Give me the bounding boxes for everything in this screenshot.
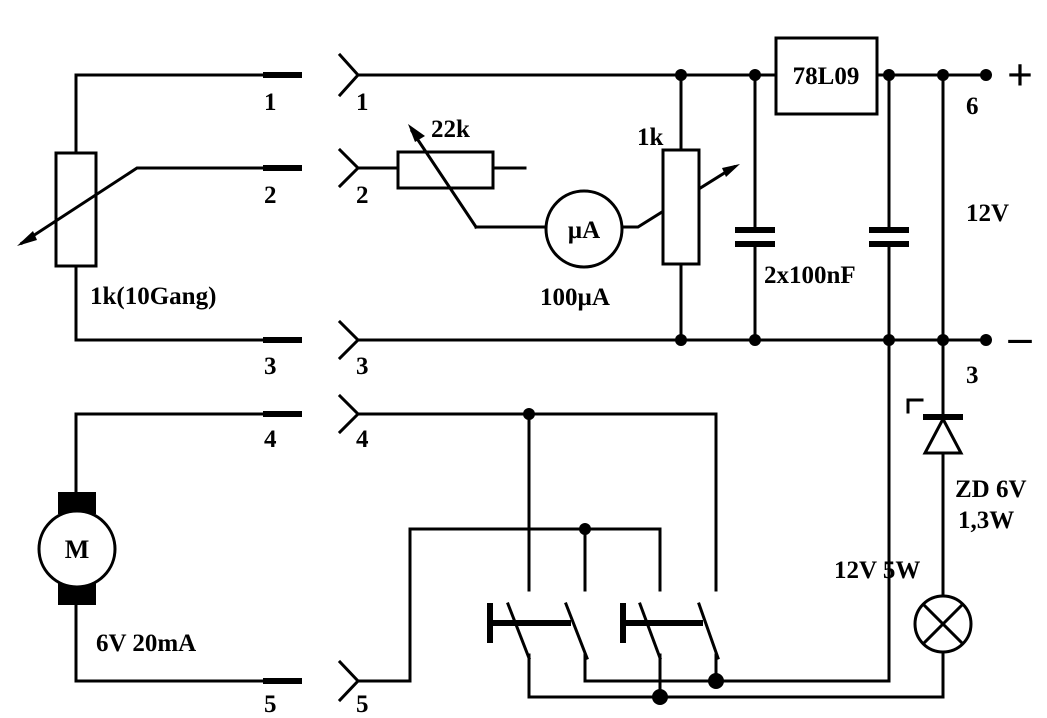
meter-label: 100µA [540,284,610,311]
trimmer-label: 1k [637,124,664,151]
plus-pin-label: 6 [966,93,979,120]
plus-symbol: + [1007,49,1033,100]
motor-symbol: M [65,535,90,564]
switch-2 [620,602,720,660]
right-pin-5-label: 5 [356,691,369,718]
pot-left-label: 1k(10Gang) [90,283,216,310]
ground-return-wire [714,338,891,683]
regulator: 78L09 [774,36,879,116]
supply-terminals: + – 6 3 12V [966,49,1033,389]
left-pin-5-label: 5 [264,691,277,718]
voltage-label: 12V [966,200,1009,227]
capacitor-2: 2x100nF [764,73,909,342]
right-pin-3-label: 3 [356,353,369,380]
lamp: 12V 5W [528,557,973,699]
right-pin-labels: 1 2 3 4 5 [356,89,369,718]
right-pin-4-label: 4 [356,426,369,453]
left-pin-2-label: 2 [264,182,277,209]
right-pin-2-label: 2 [356,182,369,209]
trimmer-1k: 1k [637,73,701,342]
switch-1 [487,602,589,660]
junction-dots [523,69,949,705]
left-pin-labels: 1 2 3 4 5 [264,89,277,718]
left-pin-4-label: 4 [264,426,277,453]
motor: M 6V 20mA [37,412,265,683]
lamp-label: 12V 5W [834,557,920,584]
resistor-label: 22k [431,116,470,143]
capacitor-1 [735,73,775,342]
regulator-label: 78L09 [793,63,860,90]
switch-wiring [356,412,718,699]
left-pin-3-label: 3 [264,353,277,380]
left-pin-bars [263,72,302,684]
zener-label-line2: 1,3W [958,507,1014,534]
resistor-22k: 22k [356,116,527,230]
zener-diode: ZD 6V 1,3W [906,73,1027,598]
right-pin-1-label: 1 [356,89,369,116]
meter-symbol: µA [568,217,600,244]
minus-pin-label: 3 [966,362,979,389]
rails [356,73,988,342]
micro-ammeter: µA 100µA [474,164,740,311]
minus-symbol: – [1008,311,1033,362]
capacitors-label: 2x100nF [764,262,856,289]
zener-label-line1: ZD 6V [955,476,1027,503]
motor-label: 6V 20mA [96,630,196,657]
left-potentiometer: 1k(10Gang) [17,73,265,342]
left-pin-1-label: 1 [264,89,277,116]
